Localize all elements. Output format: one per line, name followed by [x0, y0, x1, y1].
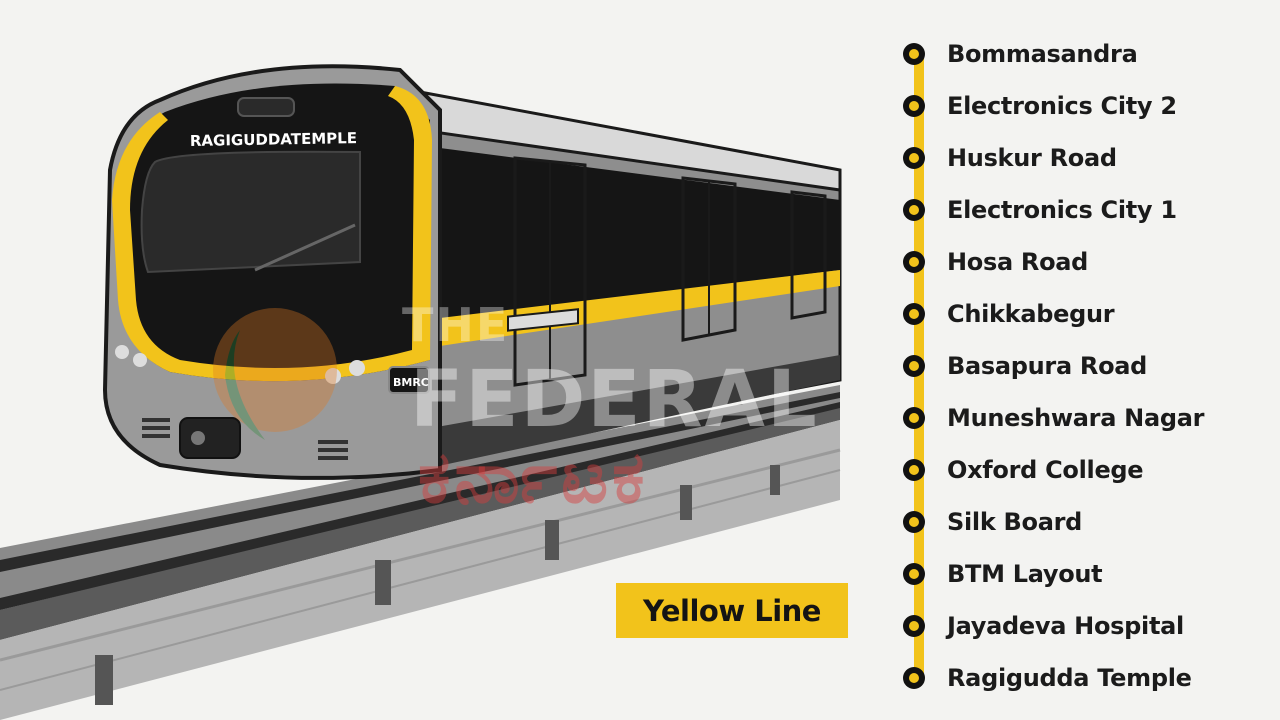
station-name: Oxford College: [947, 456, 1144, 484]
line-badge-label: Yellow Line: [643, 593, 821, 628]
watermark-regional: ಕರ್ನಾಟಕ: [418, 435, 649, 519]
station-item: Ragigudda Temple: [900, 660, 1270, 700]
station-item: Electronics City 2: [900, 88, 1270, 128]
station-name: Silk Board: [947, 508, 1083, 536]
station-dot-icon: [903, 355, 925, 377]
station-dot-icon: [903, 615, 925, 637]
station-name: Jayadeva Hospital: [947, 612, 1184, 640]
station-dot-icon: [903, 95, 925, 117]
station-dot-icon: [903, 511, 925, 533]
station-dot-icon: [903, 251, 925, 273]
station-item: Electronics City 1: [900, 192, 1270, 232]
station-name: Electronics City 1: [947, 196, 1177, 224]
station-name: Hosa Road: [947, 248, 1089, 276]
station-name: Electronics City 2: [947, 92, 1177, 120]
station-item: Oxford College: [900, 452, 1270, 492]
watermark-federal: FEDERAL: [410, 355, 819, 445]
station-dot-icon: [903, 407, 925, 429]
station-dot-icon: [903, 459, 925, 481]
station-name: Chikkabegur: [947, 300, 1115, 328]
station-item: BTM Layout: [900, 556, 1270, 596]
station-item: Muneshwara Nagar: [900, 400, 1270, 440]
station-dot-icon: [903, 303, 925, 325]
train-front-cab: [102, 64, 442, 480]
station-name: Huskur Road: [947, 144, 1117, 172]
destination-sign: RAGIGUDDATEMPLE: [190, 129, 357, 150]
route-station-list: Bommasandra Electronics City 2 Huskur Ro…: [900, 28, 1270, 700]
station-dot-icon: [903, 667, 925, 689]
station-dot-icon: [903, 563, 925, 585]
station-item: Bommasandra: [900, 36, 1270, 76]
station-item: Jayadeva Hospital: [900, 608, 1270, 648]
operator-badge: BMRC: [393, 376, 429, 389]
station-name: Bommasandra: [947, 40, 1138, 68]
station-name: Basapura Road: [947, 352, 1148, 380]
watermark-the: THE: [402, 298, 510, 352]
line-badge: Yellow Line: [616, 583, 848, 638]
station-name: Muneshwara Nagar: [947, 404, 1205, 432]
elevated-track: [0, 385, 841, 720]
station-dot-icon: [903, 147, 925, 169]
station-dot-icon: [903, 43, 925, 65]
station-name: Ragigudda Temple: [947, 664, 1192, 692]
station-item: Huskur Road: [900, 140, 1270, 180]
watermark-logo-icon: [213, 308, 337, 440]
train-side-body: [418, 90, 842, 470]
station-item: Silk Board: [900, 504, 1270, 544]
station-name: BTM Layout: [947, 560, 1103, 588]
station-item: Chikkabegur: [900, 296, 1270, 336]
station-item: Basapura Road: [900, 348, 1270, 388]
station-item: Hosa Road: [900, 244, 1270, 284]
station-dot-icon: [903, 199, 925, 221]
